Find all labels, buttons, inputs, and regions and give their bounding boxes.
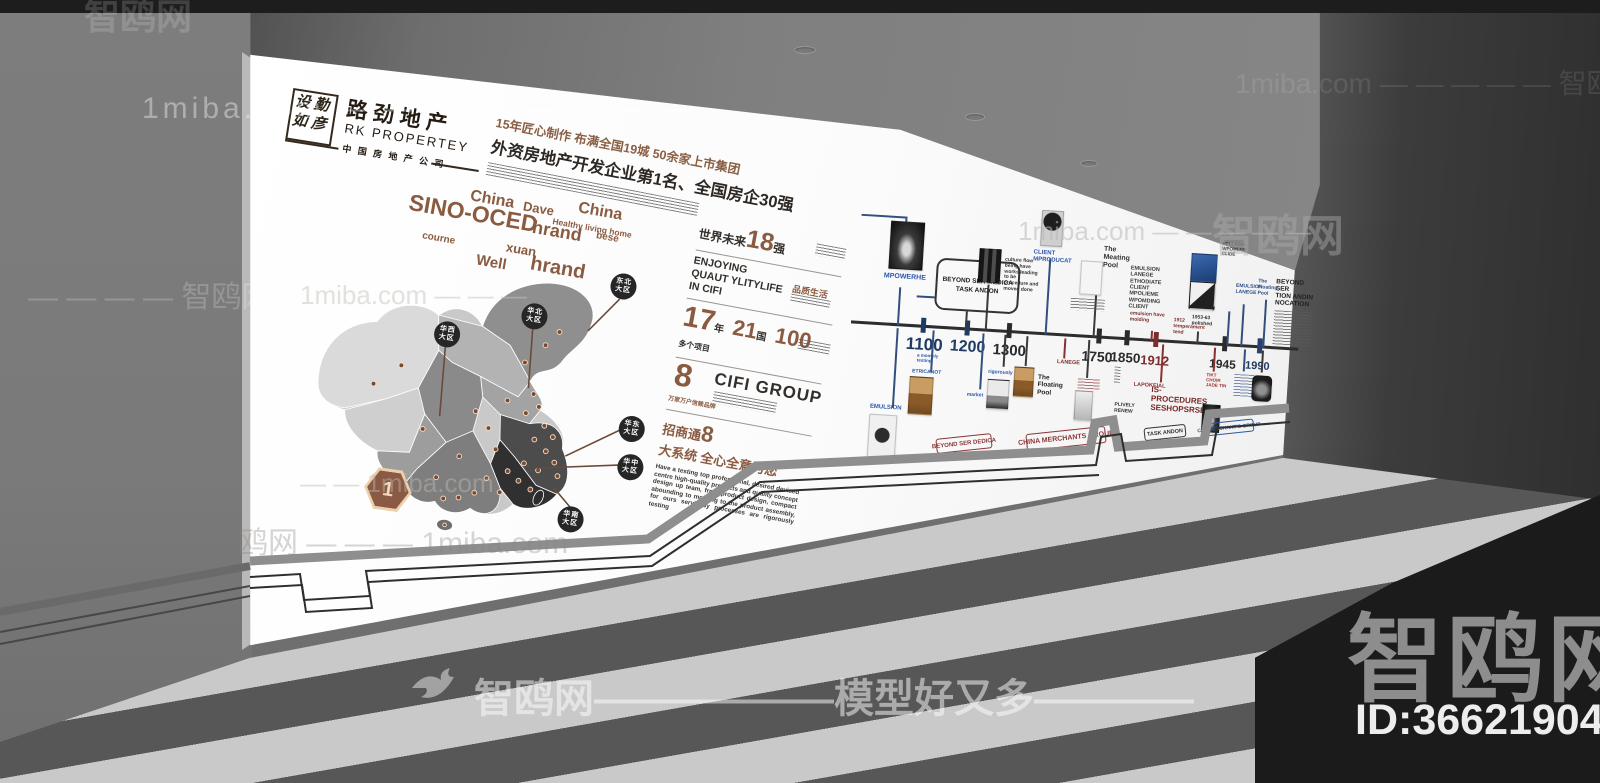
footer-watermark-text: 智鸥网——————模型好又多———— bbox=[474, 677, 1194, 721]
ceiling-vent bbox=[965, 113, 985, 121]
city-dots bbox=[370, 329, 563, 528]
wall-edge bbox=[242, 52, 251, 650]
ceiling-edge-strip bbox=[0, 0, 1600, 13]
left-wall bbox=[0, 12, 252, 783]
seagull-icon bbox=[412, 668, 454, 698]
region-pointer-lines bbox=[438, 298, 624, 509]
ceiling-vent bbox=[794, 46, 816, 54]
footer-watermark: 智鸥网——————模型好又多———— bbox=[408, 658, 1194, 721]
ceiling-vent bbox=[1080, 160, 1098, 167]
model-id-watermark: ID:366219045 bbox=[1355, 696, 1600, 744]
site-brand-watermark: 智鸥网 bbox=[1347, 604, 1600, 716]
china-map-block: 华西大区 华北大区 东北大区 华东大区 华中大区 华南大区 1 bbox=[259, 210, 728, 577]
china-map bbox=[317, 282, 624, 531]
